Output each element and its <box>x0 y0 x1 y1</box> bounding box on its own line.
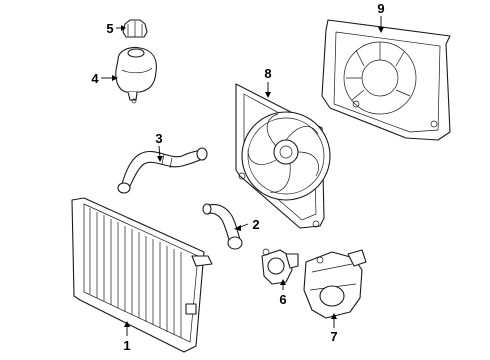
arrow-2 <box>234 225 241 231</box>
coolant-reservoir <box>115 46 157 104</box>
fan-shroud <box>321 19 451 141</box>
arrow-7 <box>331 313 337 319</box>
lower-radiator-hose <box>202 203 243 250</box>
arrow-4 <box>112 75 118 81</box>
arrow-5 <box>121 25 126 31</box>
arrow-9 <box>378 27 384 33</box>
water-pump <box>303 249 367 319</box>
arrow-3 <box>157 156 163 162</box>
arrow-8 <box>265 92 271 98</box>
callout-8: 8 <box>264 66 271 81</box>
upper-radiator-hose <box>117 147 208 194</box>
callout-9: 9 <box>377 1 384 16</box>
cooling-fan-assembly <box>235 83 331 229</box>
callout-6: 6 <box>279 292 286 307</box>
arrow-6 <box>280 279 286 285</box>
callout-4: 4 <box>91 71 99 86</box>
callout-1: 1 <box>123 338 130 353</box>
callout-3: 3 <box>155 131 162 146</box>
callout-5: 5 <box>106 21 113 36</box>
callout-labels: 1 2 3 4 5 6 7 8 9 <box>91 1 384 353</box>
callout-7: 7 <box>330 329 337 344</box>
thermostat <box>261 248 299 285</box>
leader-arrows <box>112 25 384 327</box>
radiator <box>71 197 213 353</box>
reservoir-cap <box>122 19 148 38</box>
callout-2: 2 <box>252 217 259 232</box>
arrow-1 <box>124 321 130 327</box>
